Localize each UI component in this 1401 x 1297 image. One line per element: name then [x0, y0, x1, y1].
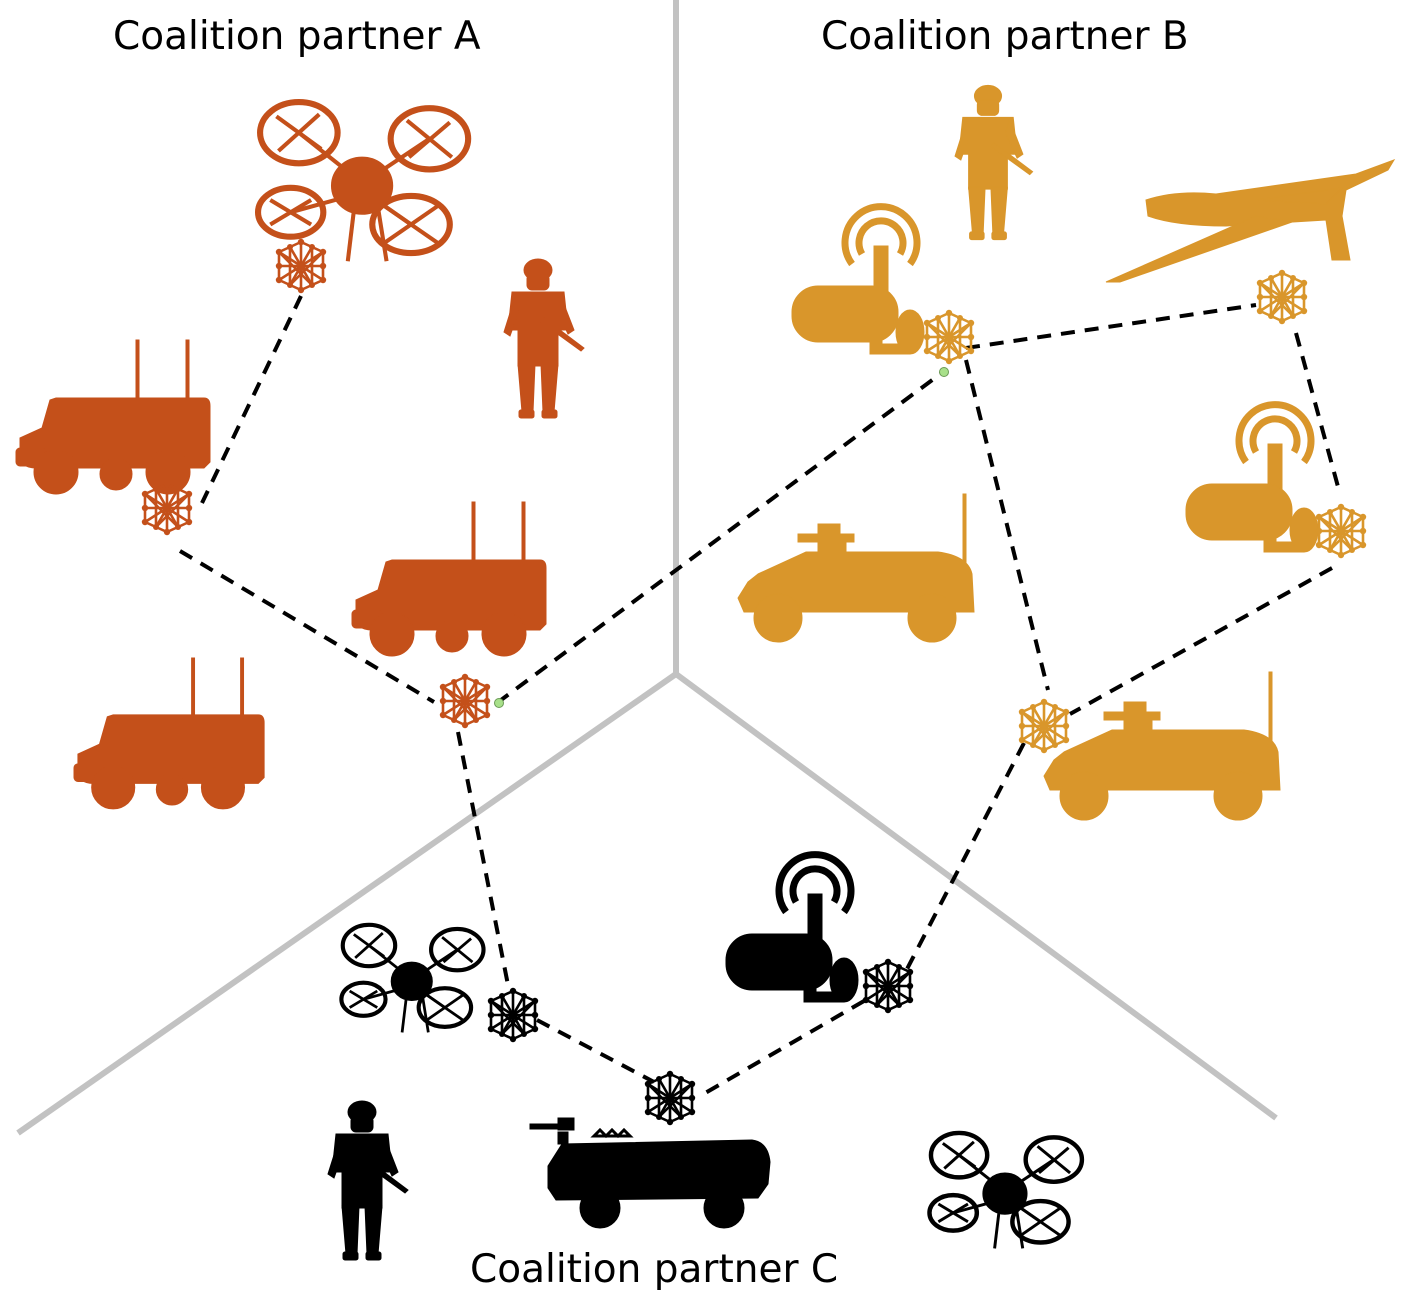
radio-beacon-icon	[1186, 405, 1318, 552]
network-node-icon	[486, 986, 540, 1044]
quadcopter-drone-icon	[929, 1133, 1081, 1248]
link-a-truck-hub	[178, 549, 436, 704]
link-c-beacon-apc	[698, 999, 866, 1098]
reaper-uav-icon	[1105, 159, 1395, 283]
network-node-icon	[438, 672, 492, 730]
partition-lines	[16, 0, 1278, 1136]
link-a-hub-c-drone	[456, 731, 510, 986]
soldier-icon	[954, 84, 1034, 241]
partner-a-label: Coalition partner A	[113, 14, 481, 59]
link-b-beacon-uav	[965, 303, 1257, 350]
link-a-drone-truck	[200, 295, 303, 504]
link-b-beacon-humvee	[964, 359, 1050, 691]
divider-a-c	[16, 671, 678, 1136]
armored-humvee-icon	[737, 493, 975, 643]
network-node-icon	[140, 479, 194, 537]
network-node-icon	[274, 237, 328, 295]
gateway-dot-a	[494, 698, 504, 708]
link-b-humvee-c-beacon	[904, 742, 1026, 972]
network-node-icon	[1017, 697, 1071, 755]
partner-c-label: Coalition partner C	[470, 1247, 839, 1292]
network-node-icon	[1255, 268, 1309, 326]
partner-b-label: Coalition partner B	[821, 14, 1189, 59]
network-node-icon	[922, 308, 976, 366]
network-node-icon	[1314, 502, 1368, 560]
armored-personnel-carrier-icon	[528, 1116, 772, 1230]
link-c-drone-apc	[536, 1018, 655, 1084]
link-b-uav-beacon2	[1294, 332, 1342, 495]
link-b-beacon2-humvee	[1069, 566, 1333, 716]
partner-c-assets	[327, 855, 1082, 1261]
link-a-hub-b-beacon	[495, 370, 945, 705]
truck-icon	[351, 501, 547, 657]
armored-humvee-icon	[1043, 671, 1281, 821]
radio-beacon-icon	[792, 207, 924, 354]
gateway-dot-b	[939, 367, 949, 377]
quadcopter-drone-icon	[341, 925, 483, 1033]
radio-beacon-icon	[726, 855, 858, 1002]
truck-icon	[73, 657, 265, 810]
divider-b-c	[674, 671, 1278, 1121]
soldier-icon	[503, 258, 585, 419]
network-links	[178, 295, 1342, 1098]
soldier-icon	[327, 1100, 409, 1261]
truck-icon	[15, 339, 211, 495]
network-node-icon	[861, 957, 915, 1015]
quadcopter-drone-icon	[258, 102, 468, 261]
